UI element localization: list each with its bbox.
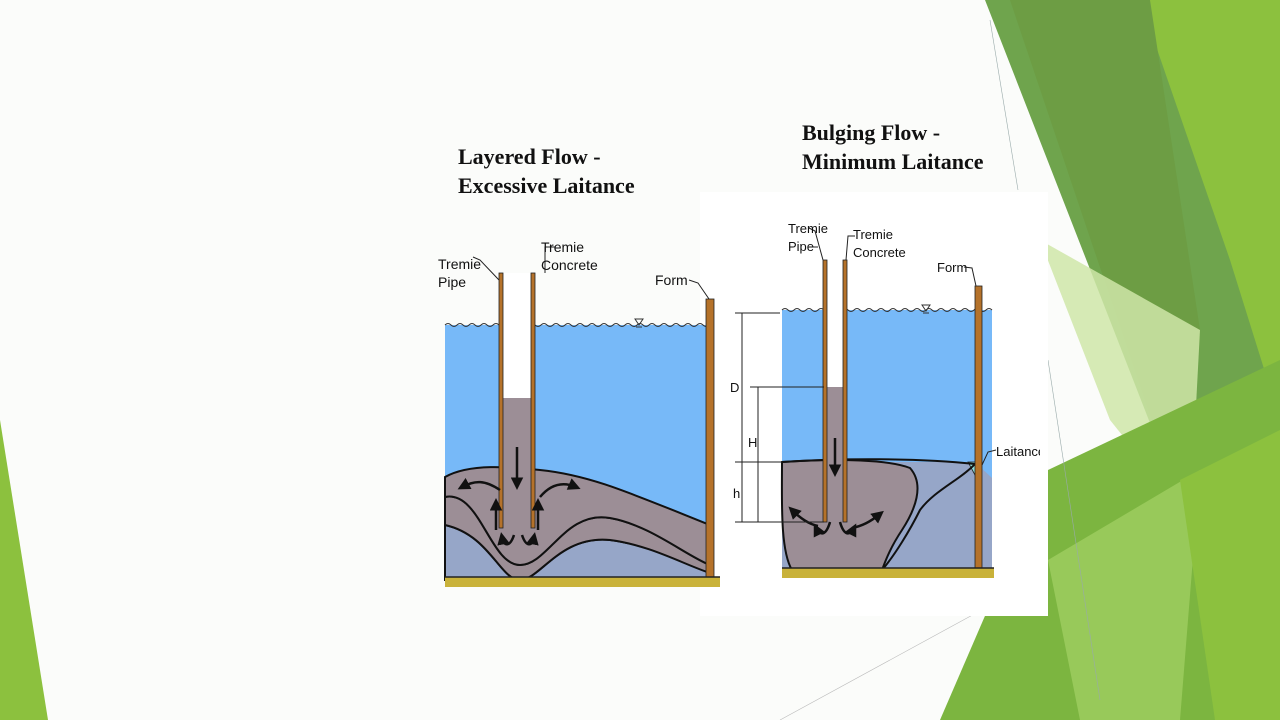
label-tremie-concrete-1: Tremie	[541, 239, 584, 255]
label-tremie-concrete-1: Tremie	[853, 227, 893, 242]
form-board	[705, 298, 715, 578]
tremie-pipe-wall-left	[822, 259, 828, 523]
flow-arrow-curl-right	[520, 532, 539, 546]
concrete-bulge	[780, 459, 919, 571]
label-dimension-h: h	[733, 486, 740, 501]
water-surface	[444, 323, 710, 327]
tremie-pipe-wall-right	[530, 272, 536, 529]
flow-arrow-curl-right	[838, 521, 857, 538]
label-tremie-concrete-2: Concrete	[541, 257, 598, 273]
right-title: Bulging Flow - Minimum Laitance	[802, 118, 984, 176]
ground	[445, 577, 720, 587]
flow-arrow-curl-left	[497, 532, 516, 546]
tremie-pipe-empty	[826, 260, 844, 387]
tremie-pipe-wall-right	[842, 259, 848, 523]
ground	[782, 568, 994, 578]
label-tremie-pipe-2: Pipe	[438, 274, 466, 290]
water-level-icon	[921, 304, 931, 314]
right-title-line1: Bulging Flow -	[802, 120, 941, 145]
tremie-pipe-wall-left	[498, 272, 504, 529]
water-surface	[781, 308, 993, 312]
flow-arrow-left	[457, 477, 501, 492]
water-level-icon	[634, 318, 644, 328]
left-title-line1: Layered Flow -	[458, 144, 601, 169]
layered-flow-diagram: Tremie Pipe Tremie Concrete Form	[438, 239, 720, 587]
form-board	[974, 285, 983, 573]
flow-arrow-curl-left	[813, 521, 832, 538]
label-form: Form	[655, 272, 688, 288]
label-tremie-pipe-2: Pipe	[788, 239, 814, 254]
label-tremie-pipe-1: Tremie	[438, 256, 481, 272]
right-title-line2: Minimum Laitance	[802, 149, 984, 174]
label-dimension-H: H	[748, 435, 757, 450]
label-laitance: Laitance	[996, 444, 1040, 459]
flow-arrow-right	[539, 478, 581, 498]
bulging-flow-diagram: Tremie Pipe Tremie Concrete Form Laitanc…	[730, 221, 1040, 578]
concrete-cap	[781, 458, 978, 571]
label-form: Form	[937, 260, 967, 275]
tremie-pipe-empty	[502, 273, 532, 398]
left-title: Layered Flow - Excessive Laitance	[458, 142, 635, 200]
label-dimension-D: D	[730, 380, 739, 395]
label-tremie-pipe-1: Tremie	[788, 221, 828, 236]
left-title-line2: Excessive Laitance	[458, 173, 635, 198]
label-tremie-concrete-2: Concrete	[853, 245, 906, 260]
